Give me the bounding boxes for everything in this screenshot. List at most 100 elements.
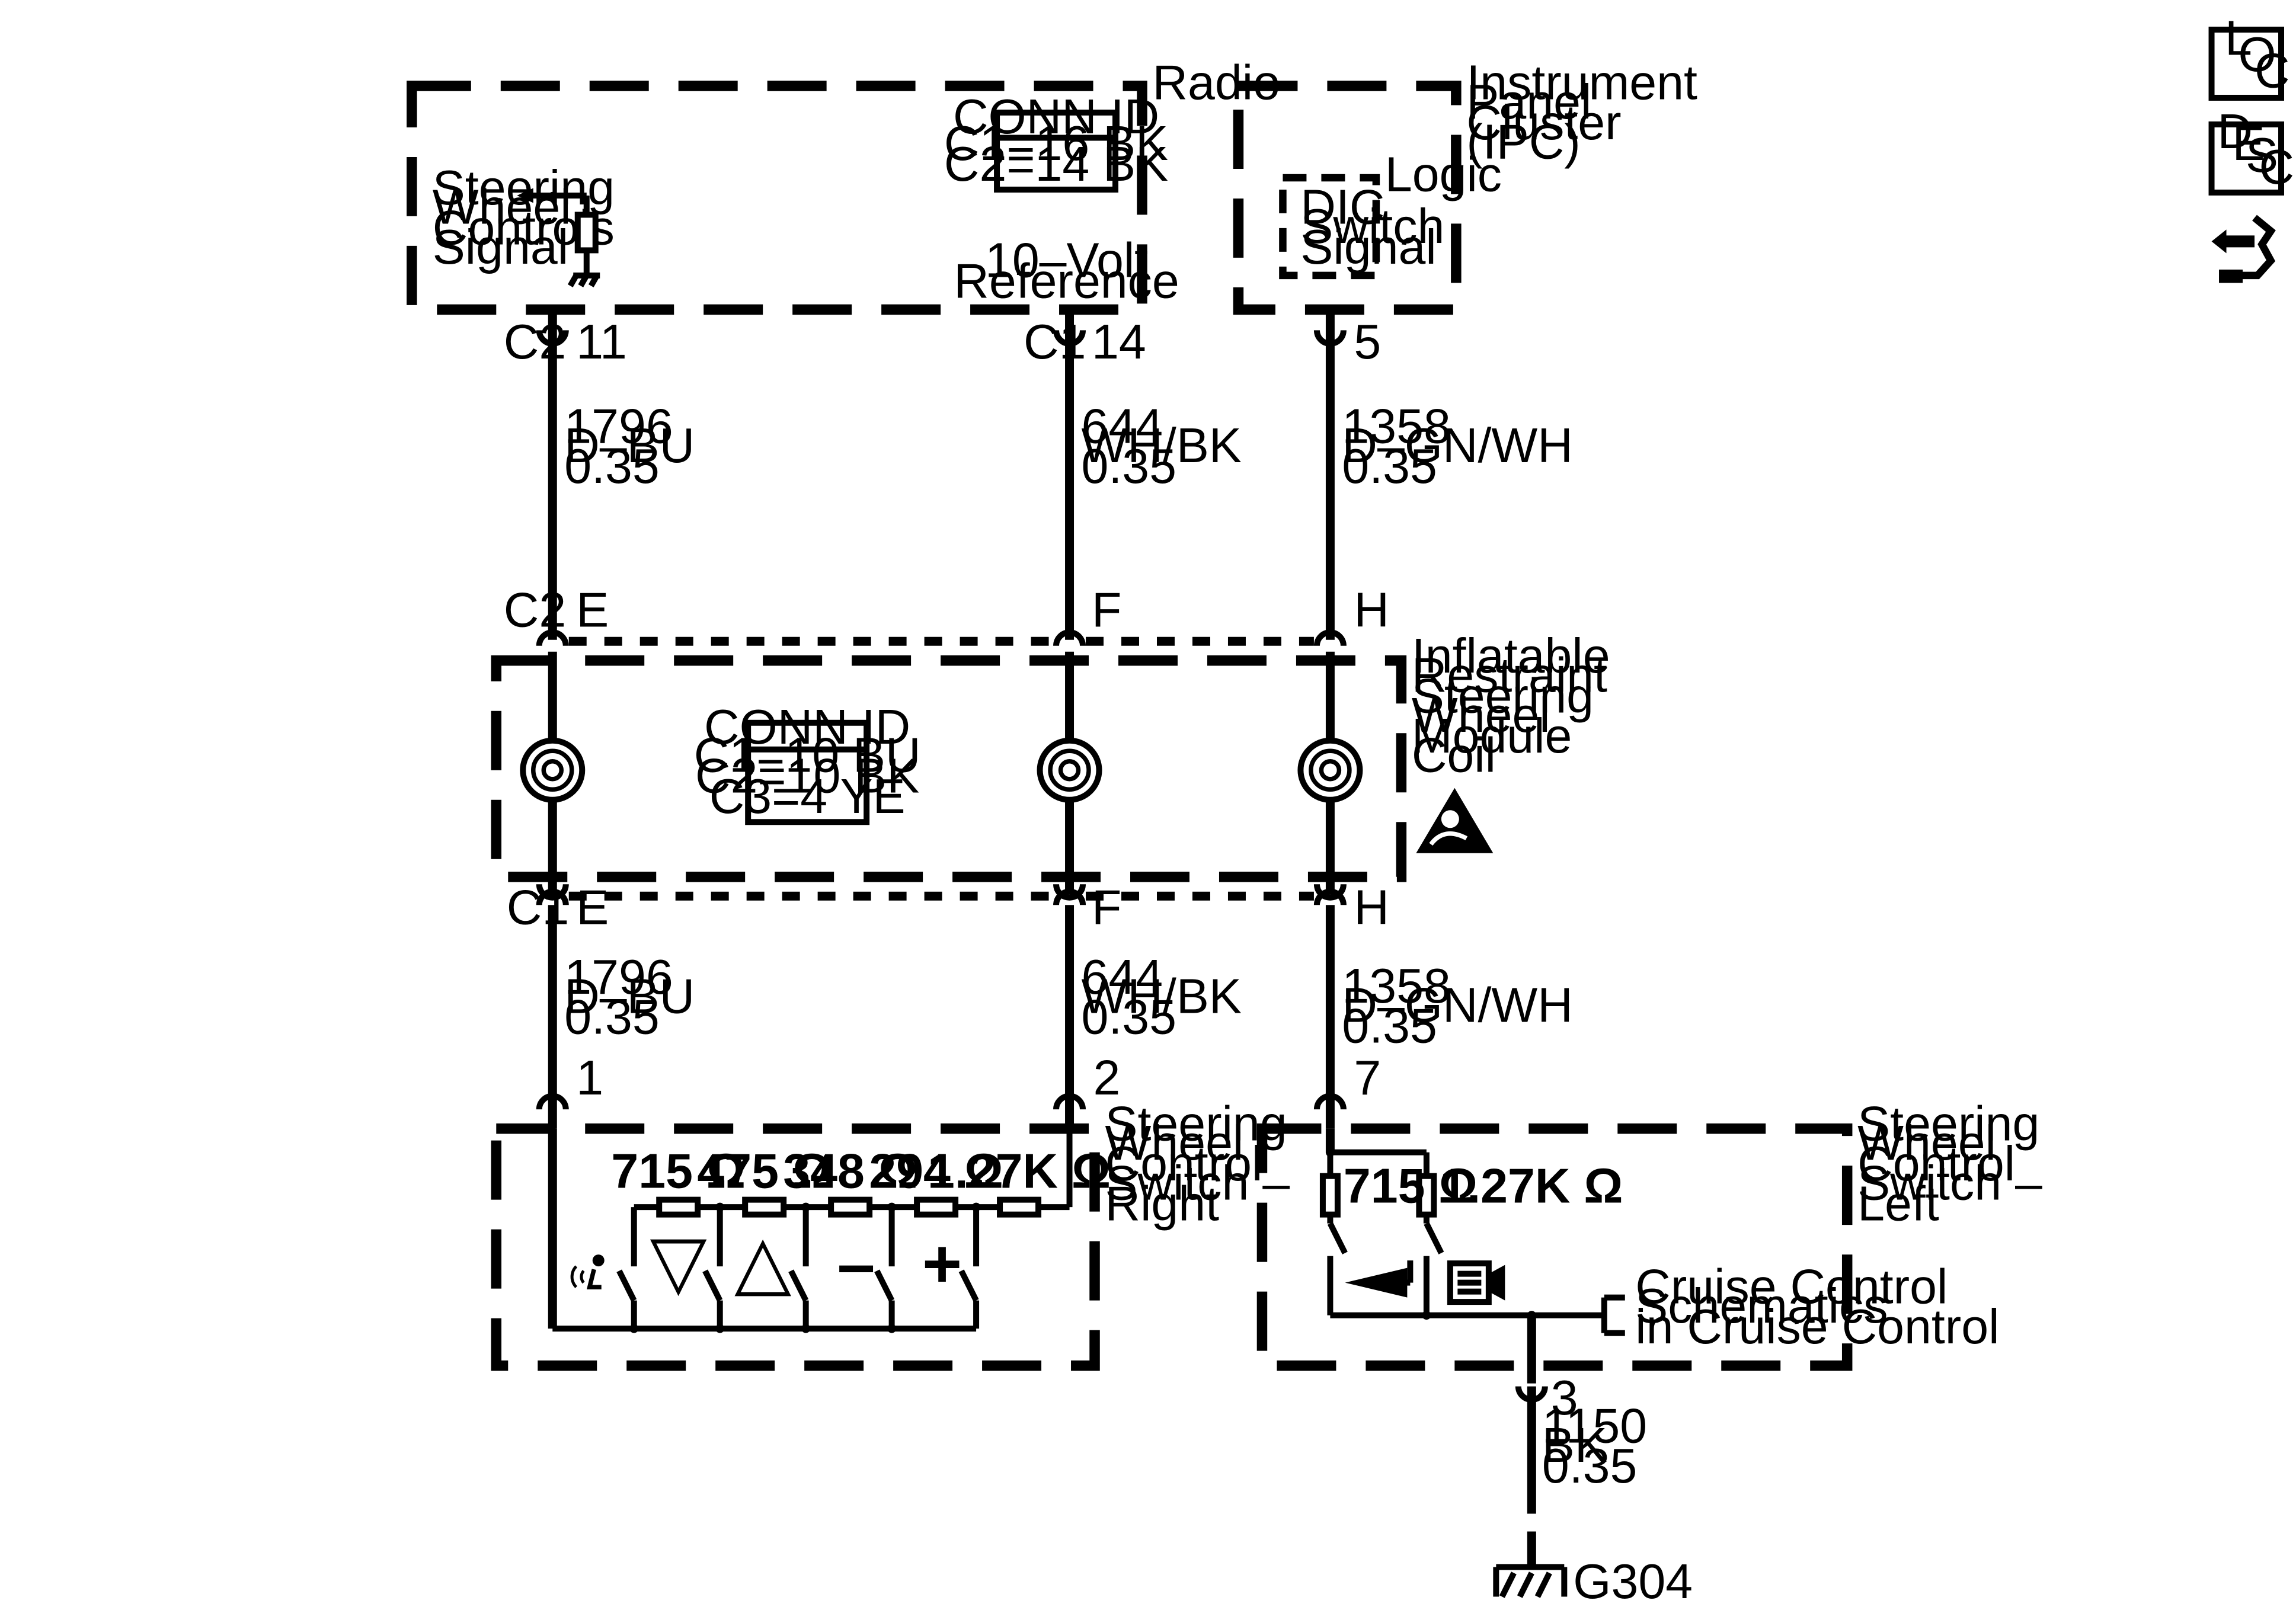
coil-label: Module: [1412, 709, 1572, 763]
coil-module: C2 E F H Inflatable Restraint Steering W…: [491, 582, 1610, 935]
connector-id: C2: [504, 315, 566, 369]
description-view-button[interactable]: D E S C: [2208, 104, 2295, 196]
triangle-down-icon: ▽: [650, 1221, 707, 1303]
switch-right-module: Steering Wheel Control Switch – Right 71…: [491, 1097, 1290, 1371]
connector-wrench-icon: [2211, 215, 2276, 283]
coil-label: Inflatable: [1412, 629, 1610, 683]
ipc-module: Instrument Panel Cluster (IPC) Logic DIC…: [1233, 55, 1697, 315]
connector-arc: [536, 330, 569, 347]
switch-left-label: Control: [1857, 1137, 2015, 1191]
switch-left-label: Steering: [1857, 1097, 2039, 1151]
wire-color: WH/BK: [1082, 418, 1242, 473]
wire-circuit: 1358: [1342, 959, 1450, 1013]
swc-signal-label: Signal: [433, 220, 568, 274]
pin-number: 5: [1354, 315, 1381, 369]
radio-conn-id-box: CONN ID C1=16 BK C2=14 BK: [944, 89, 1168, 193]
chassis-ground-icon: [567, 272, 600, 287]
location-view-button[interactable]: L O C: [2208, 11, 2290, 101]
logic-label: Logic: [1385, 147, 1502, 201]
coil-conn-id-line: C2=10 BK: [695, 748, 919, 803]
resistor: [828, 1196, 873, 1218]
pin-letter: H: [1354, 881, 1389, 935]
pullup-resistor: [574, 212, 599, 254]
logic-boundary: [1279, 174, 1380, 280]
ground-circuit: 3 1150 BK 0.35 G304: [1493, 1371, 1693, 1609]
wire-gauge: 0.35: [564, 990, 660, 1045]
wire-circuit: 1796: [564, 399, 673, 453]
cruise-ref-label[interactable]: Cruise Control: [1635, 1260, 1948, 1314]
arrow-left-icon: [517, 188, 533, 203]
wire-circuit: 644: [1082, 950, 1163, 1004]
plus-icon: +: [922, 1226, 962, 1302]
resistor-value: 475 Ω: [697, 1144, 832, 1199]
pin-number: 7: [1354, 1051, 1381, 1105]
wire-gauge: 0.35: [564, 439, 660, 494]
svg-text:C: C: [2259, 140, 2295, 194]
switch-right-label: Control: [1105, 1137, 1263, 1191]
coil-boundary: [491, 655, 1407, 882]
pin-number: 1: [576, 1051, 603, 1105]
radio-conn-id-line: C1=16 BK: [944, 116, 1168, 171]
switch-right-label: Right: [1105, 1177, 1220, 1231]
switch-left-label: Left: [1857, 1177, 1939, 1231]
ref-10v-label: Reference: [954, 254, 1179, 308]
svg-text:S: S: [2246, 128, 2278, 183]
cruise-ref-label[interactable]: Schematics: [1635, 1279, 1888, 1333]
switch-left-module: Steering Wheel Control Switch – Left 715…: [1256, 1097, 2042, 1384]
wire-gauge: 0.35: [1342, 439, 1437, 494]
clockspring-icon: [520, 651, 586, 895]
connector-id: C2: [504, 582, 566, 637]
ipc-boundary: [1233, 81, 1462, 315]
cancel-arrow-icon: [1345, 1260, 1414, 1298]
wire-gauge: 0.35: [1342, 999, 1437, 1054]
resistor-value: 715 Ω: [611, 1144, 746, 1199]
connector-id: C1: [1024, 315, 1086, 369]
wire-gauge: 0.35: [1542, 1439, 1638, 1493]
radio-conn-id-header: CONN ID: [953, 89, 1159, 144]
wire-circuit: 644: [1082, 399, 1163, 453]
connector-arc: [1313, 330, 1347, 347]
ground-icon: [1493, 1564, 1568, 1598]
wire-gauge: 0.35: [1082, 439, 1177, 494]
clockspring-icon: [1037, 651, 1102, 895]
pin-number: 11: [576, 315, 627, 369]
ipc-label: Instrument: [1466, 55, 1697, 110]
svg-text:C: C: [2255, 43, 2290, 98]
coil-label: Coil: [1412, 728, 1496, 782]
wire-gauge: 0.35: [1082, 990, 1177, 1045]
wire-color: D–GN/WH: [1342, 418, 1572, 473]
pin-letter: E: [576, 881, 609, 935]
resistor: [914, 1196, 959, 1218]
connector-end-view-button[interactable]: [2211, 215, 2276, 283]
svg-text:D: D: [2218, 104, 2253, 159]
wire-color: D–GN/WH: [1342, 978, 1572, 1033]
swc-signal: Steering Wheel Controls Signal: [433, 161, 615, 287]
coil-label: Steering: [1412, 668, 1594, 723]
wire-color: D–BU: [564, 969, 695, 1024]
pin-letter: H: [1354, 582, 1389, 637]
upper-wires: C2 11 C1 14 5 1796 D–BU 0.35 644 WH/BK 0…: [504, 309, 1573, 640]
cruise-menu-icon: [1447, 1260, 1505, 1305]
ipc-label: Cluster: [1466, 95, 1621, 150]
svg-text:L: L: [2225, 11, 2252, 65]
wire-color: BK: [1542, 1418, 1607, 1473]
svg-text:E: E: [2233, 116, 2265, 171]
voice-command-icon: [570, 1254, 605, 1289]
voice-switch: [570, 1207, 637, 1329]
dic-switch-label: Signal: [1300, 220, 1436, 274]
coil-label: Wheel: [1412, 688, 1550, 742]
coil-conn-id-line: C1=10 BU: [694, 728, 921, 782]
ref-10v-label: 10–Volt: [985, 233, 1148, 287]
coil-label: Restraint: [1412, 648, 1607, 702]
coil-conn-id-header: CONN ID: [704, 700, 910, 754]
seek-up-switch: △: [734, 1207, 809, 1329]
pin-letter: E: [576, 582, 609, 637]
wire-circuit: 1150: [1542, 1399, 1647, 1454]
volume-up-switch: +: [922, 1207, 980, 1329]
cruise-ref-label[interactable]: in Cruise Control: [1635, 1299, 1999, 1354]
resistor: [1416, 1173, 1437, 1218]
lower-wires: 1796 D–BU 0.35 644 WH/BK 0.35 1358 D–GN/…: [536, 905, 1573, 1129]
swc-signal-label: Wheel: [433, 180, 571, 234]
airbag-warning-icon: [1416, 788, 1494, 853]
